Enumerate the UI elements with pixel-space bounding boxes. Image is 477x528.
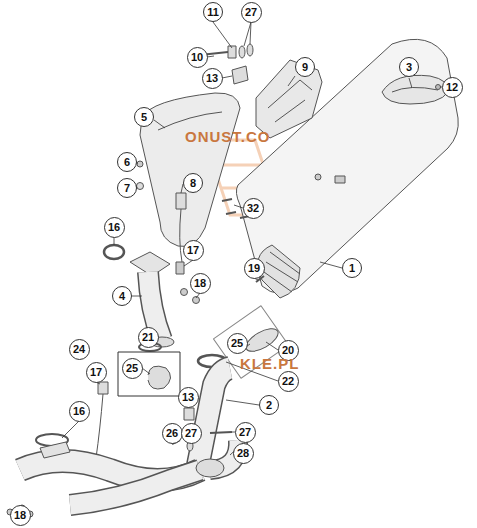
- callout-text: 20: [282, 345, 294, 356]
- callout-text: 6: [124, 157, 130, 168]
- callout-text: 17: [187, 245, 199, 256]
- callout-number: 27: [241, 2, 262, 23]
- callout-text: 11: [207, 7, 219, 18]
- callout-number: 4: [112, 286, 132, 306]
- callout-number: 32: [243, 198, 264, 219]
- callout-number: 17: [183, 240, 204, 261]
- callout-text: 21: [142, 332, 154, 343]
- callout-text: 27: [239, 427, 251, 438]
- callout-text: 4: [119, 291, 125, 302]
- callout-number: 8: [183, 173, 203, 193]
- callout-number: 17: [86, 362, 107, 383]
- callout-text: 25: [231, 338, 243, 349]
- callout-text: 25: [126, 363, 138, 374]
- callout-number: 27: [181, 423, 202, 444]
- watermark: KLE.PL: [240, 355, 299, 372]
- callout-number: 1: [342, 258, 362, 278]
- callout-number: 28: [233, 443, 254, 464]
- callout-text: 28: [237, 448, 249, 459]
- callout-text: 3: [406, 62, 412, 73]
- callout-text: 17: [90, 367, 102, 378]
- callout-number: 11: [203, 2, 223, 22]
- callout-number: 18: [10, 505, 31, 526]
- callout-text: 8: [190, 178, 196, 189]
- callout-text: 26: [166, 428, 178, 439]
- callout-text: 18: [194, 278, 206, 289]
- callout-number: 19: [244, 258, 265, 279]
- callout-number: 25: [122, 358, 143, 379]
- callout-text: 16: [108, 222, 120, 233]
- watermark: ONUST.CO: [185, 128, 271, 145]
- callout-number: 9: [295, 57, 315, 77]
- callout-number: 21: [138, 327, 159, 348]
- callout-text: 18: [14, 510, 26, 521]
- callout-number: 22: [278, 371, 299, 392]
- callout-text: 16: [73, 406, 85, 417]
- callout-text: 7: [124, 183, 130, 194]
- callout-number: 18: [190, 273, 211, 294]
- callout-text: 27: [185, 428, 197, 439]
- callout-number: 26: [162, 423, 183, 444]
- callout-text: 1: [349, 263, 355, 274]
- callout-number: 5: [134, 107, 154, 127]
- callout-text: 12: [446, 82, 458, 93]
- callout-text: 32: [247, 203, 259, 214]
- callout-number: 3: [399, 57, 419, 77]
- callout-text: 24: [73, 344, 85, 355]
- callout-text: 10: [191, 52, 203, 63]
- callout-number: 16: [69, 401, 90, 422]
- callout-text: 2: [266, 400, 272, 411]
- callout-number: 13: [178, 387, 199, 408]
- callout-text: 9: [302, 62, 308, 73]
- callout-number: 16: [104, 217, 125, 238]
- callout-number: 10: [187, 47, 208, 68]
- callout-number: 25: [227, 333, 248, 354]
- callout-text: 5: [141, 112, 147, 123]
- callout-number: 13: [202, 68, 223, 89]
- callout-number: 7: [117, 178, 137, 198]
- callout-text: 13: [182, 392, 194, 403]
- callout-number: 24: [69, 339, 90, 360]
- callout-number: 12: [442, 77, 463, 98]
- callout-text: 22: [282, 376, 294, 387]
- callout-text: 13: [206, 73, 218, 84]
- callout-number: 6: [117, 152, 137, 172]
- callout-text: 19: [248, 263, 260, 274]
- callout-text: 27: [245, 7, 257, 18]
- callout-number: 27: [235, 422, 256, 443]
- callout-number: 2: [259, 395, 279, 415]
